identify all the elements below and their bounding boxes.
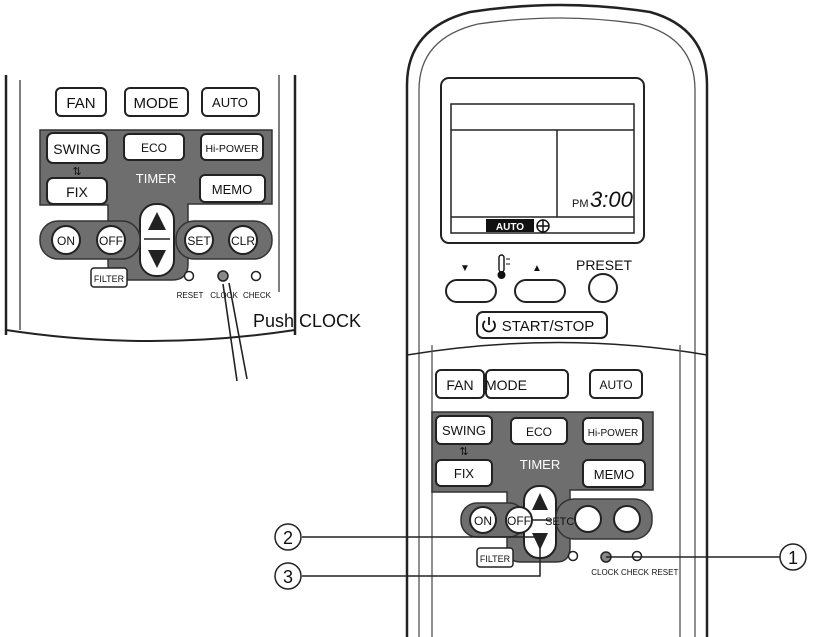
- remote-off-label: OFF: [507, 514, 531, 528]
- remote-swing-label: SWING: [442, 423, 486, 438]
- callout-3-circle: [274, 562, 302, 590]
- lcd-screen: [450, 103, 635, 234]
- auto-button-label: AUTO: [212, 95, 248, 110]
- remote-hi-power-button[interactable]: [582, 417, 644, 445]
- left-closeup-panel: FAN MODE AUTO SWING ⇅ FIX ECO TIMER Hi-P…: [4, 75, 361, 382]
- remote-fix-button[interactable]: [435, 459, 493, 487]
- clr-button-label: CLR: [231, 234, 255, 248]
- timer-label: TIMER: [136, 171, 176, 186]
- off-button[interactable]: [96, 225, 126, 255]
- remote-mode-label: MODE: [485, 377, 527, 393]
- temp-down-button[interactable]: [445, 279, 497, 303]
- remote-clr-button[interactable]: [613, 505, 641, 533]
- memo-button-label: MEMO: [212, 182, 252, 197]
- lcd-mode-text: AUTO: [496, 222, 524, 233]
- start-stop-button[interactable]: [476, 311, 608, 339]
- filter-button[interactable]: [90, 267, 128, 288]
- clr-button[interactable]: [228, 225, 258, 255]
- fix-button-label: FIX: [66, 184, 88, 200]
- remote-swing-button[interactable]: [435, 415, 493, 445]
- callout-2-circle: [274, 523, 302, 551]
- fan-button[interactable]: [55, 87, 107, 117]
- remote-eco-label: ECO: [526, 425, 552, 439]
- clock-button[interactable]: [217, 270, 229, 282]
- remote-filter-label: FILTER: [480, 554, 511, 564]
- remote-fan-button[interactable]: [435, 369, 485, 399]
- on-button-label: ON: [57, 234, 75, 248]
- callout-2-number: 2: [283, 528, 293, 548]
- remote-on-label: ON: [474, 514, 492, 528]
- on-button[interactable]: [51, 225, 81, 255]
- down-arrow-icon: [148, 250, 166, 268]
- set-button-label: SET: [187, 234, 211, 248]
- remote-mode-button[interactable]: [485, 369, 569, 399]
- remote-reset-label: RESET: [652, 568, 679, 577]
- mode-button-label: MODE: [134, 95, 179, 112]
- check-label: CHECK: [243, 291, 272, 300]
- callout-3: 3: [274, 540, 541, 590]
- callout-1-circle: [779, 543, 807, 571]
- fix-button[interactable]: [46, 177, 108, 205]
- thermometer-icon: [497, 254, 510, 279]
- remote-up-arrow-icon: [532, 493, 548, 510]
- remote-set-label: SET: [545, 516, 567, 528]
- remote-fan-label: FAN: [446, 377, 473, 393]
- remote-check-button[interactable]: [631, 550, 643, 562]
- start-stop-label: START/STOP: [502, 318, 595, 335]
- swing-fix-link-icon: ⇅: [72, 166, 81, 178]
- remote-eco-button[interactable]: [510, 417, 568, 445]
- temp-down-arrow-icon: ▼: [460, 263, 470, 274]
- remote-hi-power-label: Hi-POWER: [588, 428, 639, 439]
- auto-button[interactable]: [201, 87, 260, 117]
- remote-small-button[interactable]: [567, 550, 579, 562]
- callout-3-number: 3: [283, 567, 293, 587]
- remote-bottom-curve: [5, 329, 296, 342]
- remote-set-button[interactable]: [574, 505, 602, 533]
- remote-off-button[interactable]: [505, 506, 533, 534]
- eco-button[interactable]: [123, 133, 185, 161]
- preset-label: PRESET: [576, 257, 632, 273]
- swing-button[interactable]: [46, 132, 108, 164]
- push-clock-callout: Push CLOCK: [253, 311, 361, 331]
- power-icon: [482, 317, 496, 333]
- mode-button[interactable]: [124, 87, 189, 117]
- hi-power-button-label: Hi-POWER: [205, 143, 258, 155]
- filter-button-label: FILTER: [94, 274, 125, 284]
- off-button-label: OFF: [99, 234, 123, 248]
- remote-fix-label: FIX: [454, 466, 475, 481]
- check-button[interactable]: [250, 270, 262, 282]
- up-arrow-icon: [148, 212, 166, 230]
- pen-icon: [222, 282, 248, 382]
- hi-power-button[interactable]: [200, 133, 264, 161]
- remote-controller: PM 3:00 AUTO ▼ ▲ PRESET START/STOP FAN: [405, 3, 709, 637]
- callout-2: 2: [274, 523, 540, 551]
- lcd-mode-badge: [486, 219, 534, 232]
- fan-icon: [536, 219, 550, 233]
- lcd-time: 3:00: [590, 187, 634, 212]
- lcd-ampm: PM: [572, 198, 589, 210]
- swing-button-label: SWING: [53, 141, 100, 157]
- temp-up-button[interactable]: [514, 279, 566, 303]
- set-button[interactable]: [184, 225, 214, 255]
- reset-label: RESET: [177, 291, 204, 300]
- remote-auto-label: AUTO: [599, 378, 632, 392]
- remote-filter-button[interactable]: [476, 547, 514, 568]
- remote-auto-button[interactable]: [589, 369, 643, 399]
- fan-button-label: FAN: [66, 95, 95, 112]
- lower-panel-divider: [406, 341, 708, 356]
- remote-timer-label: TIMER: [520, 457, 560, 472]
- temp-up-arrow-icon: ▲: [532, 263, 542, 274]
- preset-button[interactable]: [588, 273, 618, 303]
- callout-1: 1: [606, 543, 807, 571]
- remote-clock-label: CLOCK: [591, 568, 619, 577]
- remote-memo-button[interactable]: [582, 459, 646, 488]
- remote-memo-label: MEMO: [594, 467, 634, 482]
- memo-button[interactable]: [199, 174, 266, 203]
- callout-1-number: 1: [788, 548, 798, 568]
- remote-swing-fix-link-icon: ⇅: [459, 446, 468, 458]
- reset-button[interactable]: [183, 270, 195, 282]
- remote-on-button[interactable]: [469, 506, 497, 534]
- eco-button-label: ECO: [141, 141, 167, 155]
- remote-check-label: CHECK: [621, 568, 650, 577]
